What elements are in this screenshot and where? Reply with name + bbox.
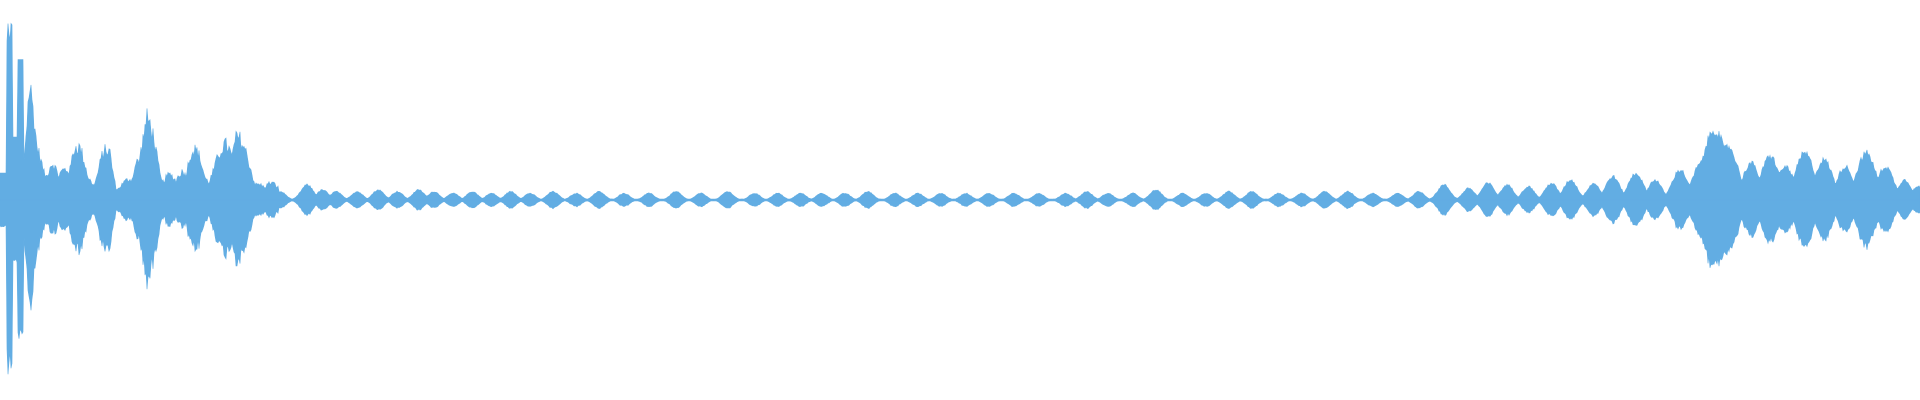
- waveform-shape: [0, 22, 1920, 375]
- waveform-path: [0, 22, 1920, 375]
